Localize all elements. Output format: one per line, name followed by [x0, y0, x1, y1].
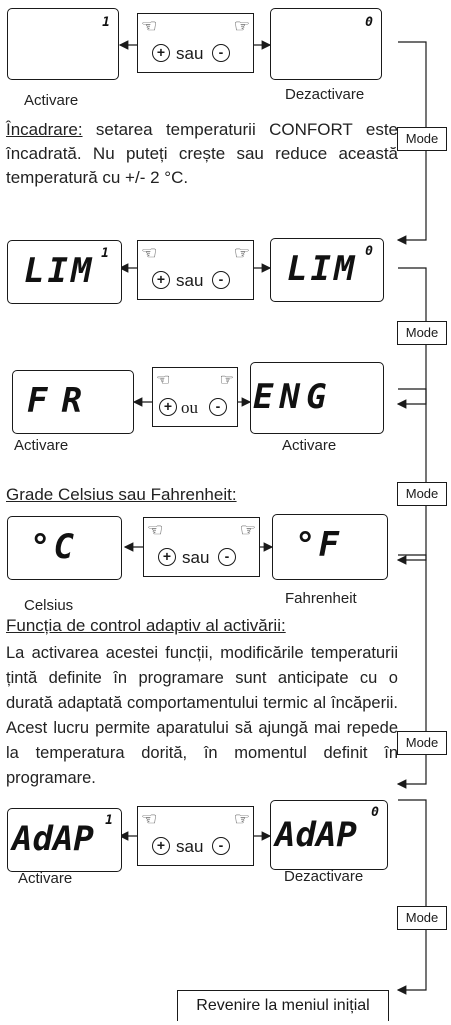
hand-icon: ☞: [219, 372, 234, 389]
minus-button-icon: -: [212, 837, 230, 855]
hand-icon: ☜: [141, 16, 158, 36]
plus-minus-selector: ☜ ☞ + ou -: [152, 367, 238, 427]
display-text: AdAP: [12, 819, 94, 859]
minus-button-icon: -: [209, 398, 227, 416]
display-fahrenheit: °F: [272, 514, 388, 580]
display-text: LIM: [287, 249, 358, 289]
plus-button-icon: +: [152, 44, 170, 62]
heading-adaptive: Funcția de control adaptiv al activării:: [6, 616, 286, 635]
mode-button: Mode: [397, 127, 447, 151]
plus-minus-selector: ☜ ☞ + sau -: [137, 13, 254, 73]
display-text: ENG: [253, 377, 333, 417]
label-activare: Activare: [282, 437, 337, 454]
label-activare: Activare: [24, 92, 79, 109]
minus-button-icon: -: [212, 271, 230, 289]
display-lim-on: LIM 1: [7, 240, 122, 304]
paragraph-incadrare: Încadrare: setarea temperaturii CONFORT …: [6, 118, 398, 190]
display-text: °F: [295, 525, 342, 565]
return-to-main-menu: Revenire la meniul inițial: [177, 990, 389, 1021]
display-celsius: °C: [7, 516, 122, 580]
display-value: 1: [102, 15, 110, 30]
button-label: sau: [182, 548, 210, 567]
heading-units: Grade Celsius sau Fahrenheit:: [6, 485, 237, 504]
display-activare: 1: [7, 8, 119, 80]
display-lim-off: LIM 0: [270, 238, 384, 302]
display-text: °C: [30, 527, 77, 567]
label-activare: Activare: [18, 870, 73, 887]
display-sup: 1: [105, 813, 113, 828]
display-adap-on: AdAP 1: [7, 808, 122, 872]
mode-button: Mode: [397, 482, 447, 506]
display-text: FR: [27, 381, 96, 421]
plus-minus-selector: ☜ ☞ + sau -: [137, 806, 254, 866]
plus-button-icon: +: [159, 398, 177, 416]
display-adap-off: AdAP 0: [270, 800, 388, 870]
label-celsius: Celsius: [24, 597, 74, 614]
hand-icon: ☜: [141, 243, 158, 263]
display-sup: 0: [365, 244, 373, 259]
plus-minus-selector: ☜ ☞ + sau -: [137, 240, 254, 300]
button-label: sau: [176, 837, 204, 856]
display-sup: 0: [371, 805, 379, 820]
mode-button: Mode: [397, 321, 447, 345]
paragraph-adaptive: La activarea acestei funcții, modificări…: [6, 644, 398, 787]
button-label: sau: [176, 271, 204, 290]
hand-icon: ☜: [141, 809, 158, 829]
minus-button-icon: -: [218, 548, 236, 566]
label-fahrenheit: Fahrenheit: [285, 590, 357, 607]
display-fr: FR: [12, 370, 134, 434]
plus-minus-selector: ☜ ☞ + sau -: [143, 517, 260, 577]
hand-icon: ☞: [233, 243, 250, 263]
hand-icon: ☞: [239, 520, 256, 540]
hand-icon: ☜: [147, 520, 164, 540]
mode-button: Mode: [397, 731, 447, 755]
display-value: 0: [365, 15, 373, 30]
heading-incadrare: Încadrare:: [6, 120, 83, 139]
minus-button-icon: -: [212, 44, 230, 62]
hand-icon: ☞: [233, 16, 250, 36]
plus-button-icon: +: [152, 271, 170, 289]
label-activare: Activare: [14, 437, 69, 454]
display-text: LIM: [24, 251, 95, 291]
display-eng: ENG: [250, 362, 384, 434]
button-label: ou: [181, 398, 198, 417]
hand-icon: ☜: [156, 372, 171, 389]
display-dezactivare: 0: [270, 8, 382, 80]
display-text: AdAP: [275, 815, 357, 855]
text-incadrare: setarea temperaturii CONFORT este încadr…: [6, 120, 398, 187]
plus-button-icon: +: [152, 837, 170, 855]
display-sup: 1: [101, 246, 109, 261]
hand-icon: ☞: [233, 809, 250, 829]
label-dezactivare: Dezactivare: [285, 86, 365, 103]
plus-button-icon: +: [158, 548, 176, 566]
button-label: sau: [176, 44, 204, 63]
label-dezactivare: Dezactivare: [284, 868, 364, 885]
mode-button: Mode: [397, 906, 447, 930]
